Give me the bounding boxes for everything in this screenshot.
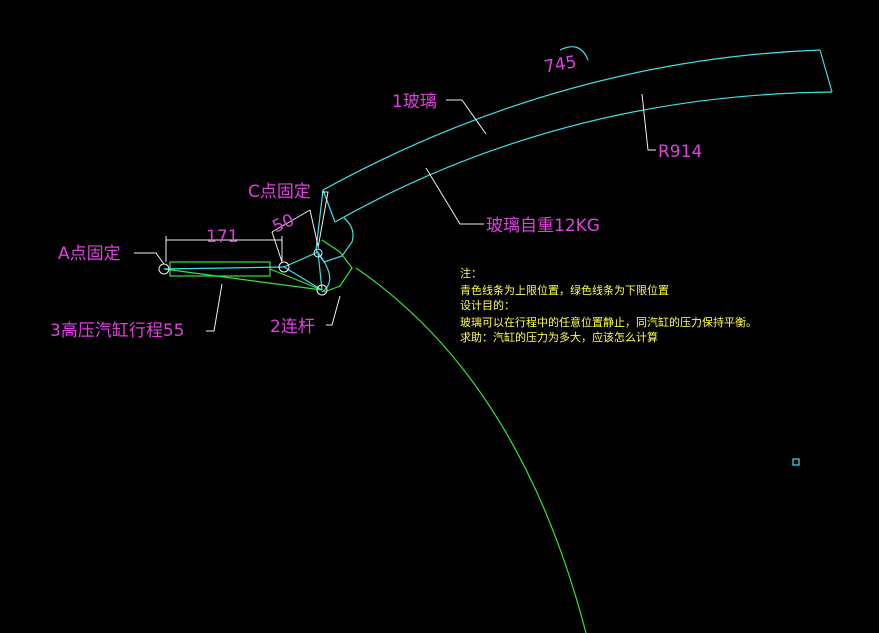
note-design-purpose: 玻璃可以在行程中的任意位置静止，同汽缸的压力保持平衡。 — [460, 315, 757, 329]
label-glass-weight: 玻璃自重12KG — [486, 216, 600, 236]
leader-point-c — [317, 191, 329, 249]
label-point-a: A点固定 — [58, 244, 121, 264]
pivot-cylinder-rod — [278, 261, 290, 273]
note-design-purpose-heading: 设计目的： — [460, 298, 515, 312]
label-cylinder: 3高压汽缸行程55 — [50, 320, 184, 341]
label-radius: R914 — [658, 142, 702, 162]
label-link: 2连杆 — [270, 317, 315, 337]
label-point-c: C点固定 — [248, 182, 311, 202]
leader-point-a — [134, 252, 165, 265]
glass-panel-upper — [315, 49, 833, 293]
dimension-50 — [271, 209, 319, 263]
leader-radius — [641, 93, 656, 151]
label-50: 50 — [269, 210, 297, 237]
label-171: 171 — [206, 227, 238, 247]
leader-glass-weight — [425, 167, 484, 225]
glass-panel-lower — [321, 239, 587, 633]
leader-glass — [446, 99, 487, 135]
note-question: 求助：汽缸的压力为多大，应该怎么计算 — [460, 330, 658, 344]
marker-square — [792, 458, 800, 466]
dimension-745 — [559, 46, 589, 61]
label-glass: 1玻璃 — [392, 92, 437, 112]
label-745: 745 — [543, 52, 578, 77]
pivot-link — [316, 284, 328, 296]
leader-cylinder — [206, 283, 223, 332]
link-arm — [283, 251, 323, 291]
dimension-171 — [165, 236, 283, 262]
note-color-legend: 青色线条为上限位置，绿色线条为下限位置 — [460, 283, 669, 297]
leader-link — [326, 295, 341, 326]
note-heading: 注： — [460, 266, 482, 280]
cylinder — [163, 251, 323, 291]
pivot-c — [313, 248, 323, 258]
